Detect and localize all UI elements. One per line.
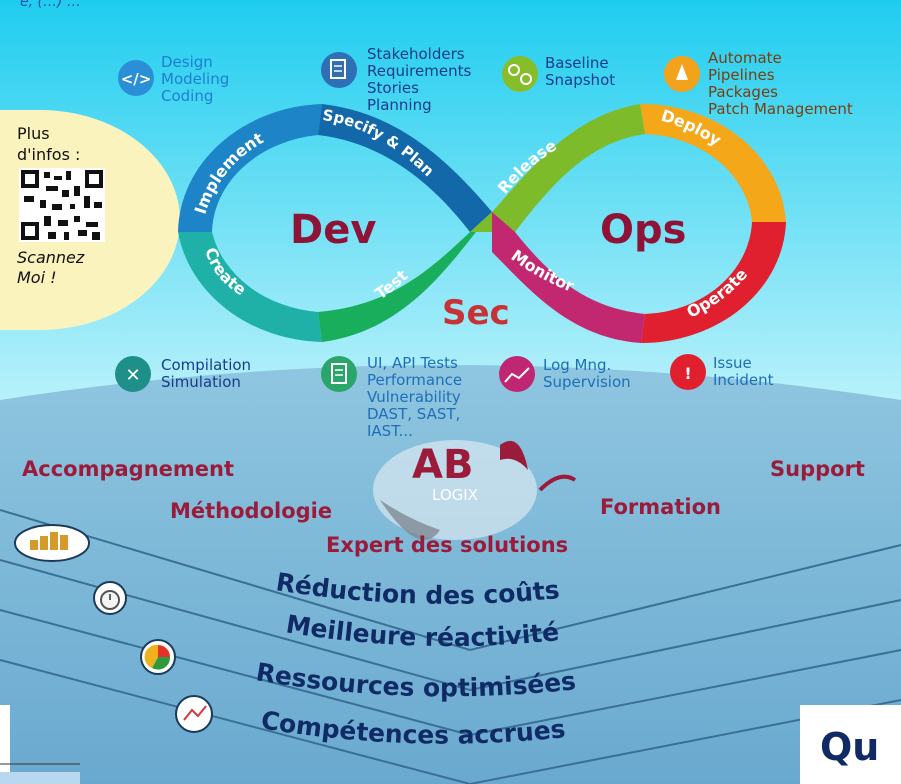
checklist-icon xyxy=(321,356,357,392)
chart-icon xyxy=(499,356,535,392)
sec-label: Sec xyxy=(442,293,510,333)
stage-release xyxy=(470,104,645,232)
corner-background xyxy=(800,705,901,784)
stakeholders-line-3: Stories xyxy=(367,79,419,97)
baseline-line-2: Snapshot xyxy=(545,71,615,89)
automate-line-3: Packages xyxy=(708,83,778,101)
automate-line-4: Patch Management xyxy=(708,100,853,118)
svg-text:</>: </> xyxy=(121,70,152,88)
chevron-band-2 xyxy=(0,559,901,692)
stakeholders-line-1: Stakeholders xyxy=(367,45,465,63)
chevron-band-1 xyxy=(0,509,901,652)
tests-line-1: UI, API Tests xyxy=(367,354,458,372)
logo-sub: LOGIX xyxy=(432,486,478,504)
bottom-blue-mark xyxy=(0,772,80,784)
header-text: é, (…) … xyxy=(20,0,81,10)
automate-line-1: Automate xyxy=(708,49,782,67)
package-icon xyxy=(664,56,700,92)
tests-line-4: DAST, SAST, xyxy=(367,405,460,423)
alert-icon: ! xyxy=(670,354,706,390)
tests-line-3: Vulnerability xyxy=(367,388,461,406)
design-line-2: Modeling xyxy=(161,70,229,88)
bottom-white-left xyxy=(0,705,10,784)
qr-scannez: Scannez xyxy=(17,248,85,267)
stage-specify xyxy=(318,104,492,232)
tests-line-2: Performance xyxy=(367,371,462,389)
pie-icon xyxy=(140,639,176,675)
issue-line-2: Incident xyxy=(713,371,774,389)
chevron-band-4 xyxy=(0,659,901,784)
logs-line-2: Supervision xyxy=(543,373,631,391)
design-line-1: Design xyxy=(161,53,213,71)
services-wave xyxy=(0,365,901,784)
qr-plus: Plus xyxy=(17,124,50,143)
svg-text:!: ! xyxy=(684,364,691,383)
code-icon: </> xyxy=(118,60,154,96)
qr-infos: d'infos : xyxy=(17,145,80,164)
ablogix-logo xyxy=(373,440,577,540)
document-icon xyxy=(321,52,357,88)
service-accompagnement: Accompagnement xyxy=(22,457,234,481)
service-formation: Formation xyxy=(600,495,721,519)
stage-test xyxy=(318,212,492,342)
tools-icon: ✕ xyxy=(115,356,151,392)
stage-create xyxy=(178,232,322,342)
coins-icon xyxy=(14,524,90,562)
design-line-3: Coding xyxy=(161,87,213,105)
stage-monitor xyxy=(492,212,645,343)
issue-line-1: Issue xyxy=(713,354,752,372)
stakeholders-line-2: Requirements xyxy=(367,62,471,80)
tests-line-5: IAST... xyxy=(367,422,413,440)
service-expert: Expert des solutions xyxy=(326,533,568,557)
service-support: Support xyxy=(770,457,865,481)
devsecops-loop xyxy=(178,103,786,344)
skills-icon xyxy=(175,695,213,733)
dev-label: Dev xyxy=(290,207,376,253)
compilation-line-1: Compilation xyxy=(161,356,251,374)
stage-implement xyxy=(178,104,322,232)
service-methodologie: Méthodologie xyxy=(170,499,332,523)
logo-main: AB xyxy=(412,442,473,488)
gears-icon xyxy=(502,56,538,92)
clock-icon xyxy=(93,581,127,615)
ops-label: Ops xyxy=(600,207,686,253)
corner-text: Qu xyxy=(820,725,879,769)
stakeholders-line-4: Planning xyxy=(367,96,432,114)
baseline-line-1: Baseline xyxy=(545,54,609,72)
logs-line-1: Log Mng. xyxy=(543,356,611,374)
svg-text:✕: ✕ xyxy=(125,365,140,386)
stage-operate xyxy=(641,222,786,344)
stage-deploy xyxy=(640,103,786,222)
qr-moi: Moi ! xyxy=(17,268,57,287)
qr-code-icon xyxy=(19,168,105,242)
compilation-line-2: Simulation xyxy=(161,373,241,391)
automate-line-2: Pipelines xyxy=(708,66,775,84)
